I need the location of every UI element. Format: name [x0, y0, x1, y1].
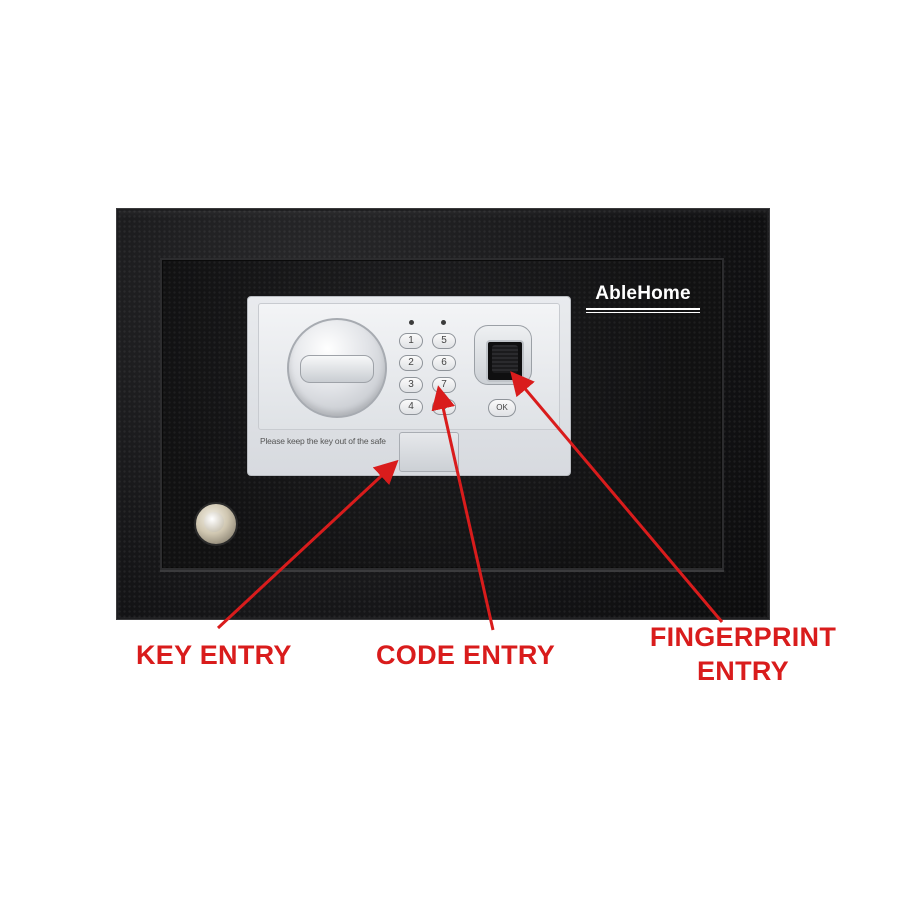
keypad-key-6[interactable]: 6 — [432, 355, 456, 371]
code-entry-arrow — [431, 385, 495, 631]
emergency-lock-core — [204, 512, 224, 532]
key-entry-arrow — [216, 459, 399, 630]
keypad-key-4[interactable]: 4 — [399, 399, 423, 415]
keypad-key-1[interactable]: 1 — [399, 333, 423, 349]
key-entry-label: KEY ENTRY — [136, 640, 292, 670]
fingerprint-entry-label-line2: ENTRY — [696, 656, 789, 686]
panel-notice-text: Please keep the key out of the safe — [260, 436, 386, 446]
brand-logo: AbleHome — [586, 282, 700, 313]
status-led-left — [409, 320, 414, 325]
door-knob-handle[interactable] — [300, 355, 374, 383]
fingerprint-entry-label-line1: FINGERPRINT — [649, 622, 837, 652]
keypad-key-3[interactable]: 3 — [399, 377, 423, 393]
keypad-key-5[interactable]: 5 — [432, 333, 456, 349]
ok-button[interactable]: OK — [488, 399, 516, 417]
keypad-key-2[interactable]: 2 — [399, 355, 423, 371]
status-led-right — [441, 320, 446, 325]
fingerprint-entry-arrow — [510, 371, 724, 623]
code-entry-label: CODE ENTRY — [376, 640, 556, 670]
